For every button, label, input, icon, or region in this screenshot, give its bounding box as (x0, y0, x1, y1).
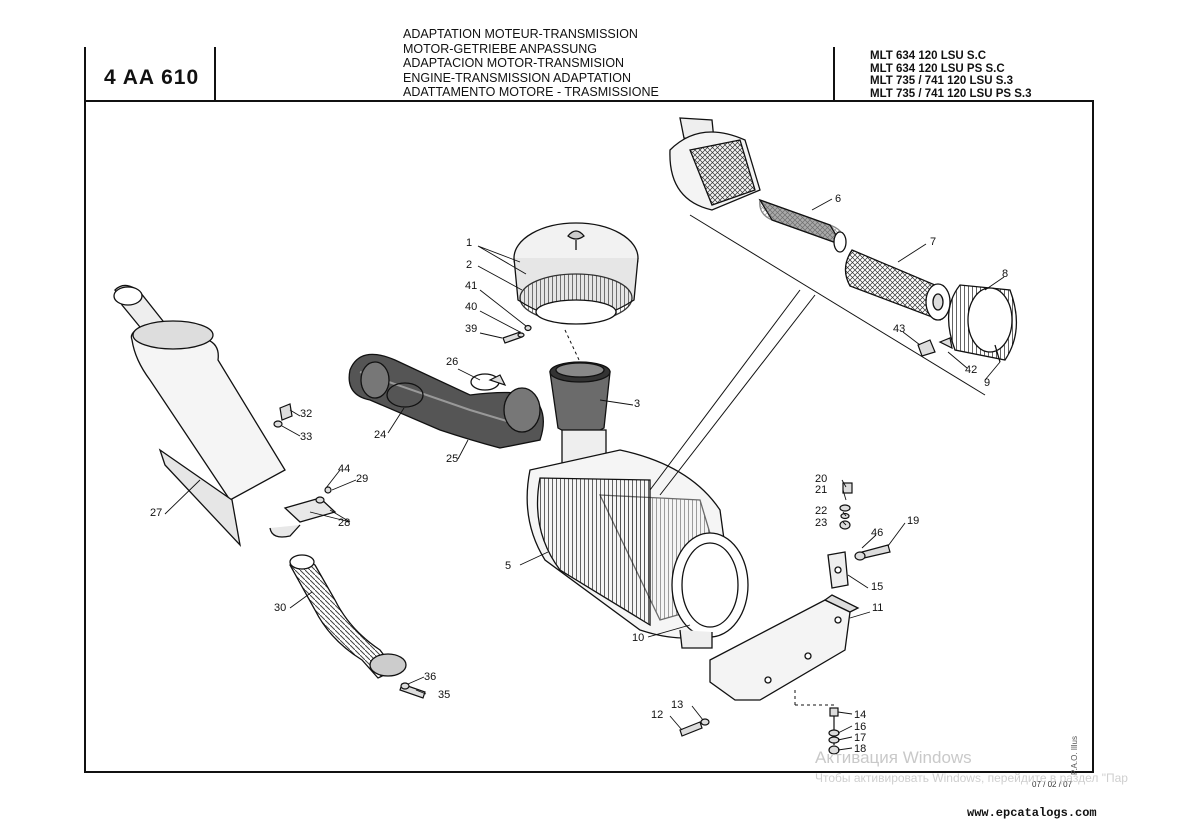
callout-23: 23 (815, 517, 827, 529)
callout-27: 27 (150, 507, 162, 519)
model-3: MLT 735 / 741 120 LSU S.3 (870, 75, 1013, 88)
callout-11: 11 (872, 602, 883, 614)
exhaust-pipe (289, 554, 407, 679)
section-titles: ADAPTATION MOTEUR-TRANSMISSION MOTOR-GET… (403, 27, 659, 100)
filter-end-cap (947, 284, 1018, 363)
small-bracket (827, 551, 849, 589)
callout-33: 33 (300, 431, 312, 443)
title-it: ADATTAMENTO MOTORE - TRASMISSIONE (403, 85, 659, 99)
callout-13: 13 (671, 699, 683, 711)
callout-17: 17 (854, 732, 866, 744)
model-list: MLT 634 120 LSU S.C MLT 634 120 LSU PS S… (870, 50, 1032, 100)
callout-28: 28 (338, 517, 350, 529)
callout-19: 19 (907, 515, 919, 527)
callout-26: 26 (446, 356, 458, 368)
callout-40: 40 (465, 301, 477, 313)
callout-36: 36 (424, 671, 436, 683)
intake-hose (348, 353, 544, 449)
leader-lines (164, 198, 1005, 751)
revision-date: 07 / 02 / 07 (1032, 780, 1073, 789)
callout-22: 22 (815, 505, 827, 517)
callout-46: 46 (871, 527, 883, 539)
callout-3: 3 (634, 398, 640, 410)
callout-18: 18 (854, 743, 866, 755)
callout-43: 43 (893, 323, 905, 335)
callout-8: 8 (1002, 268, 1008, 280)
activation-watermark-text: Чтобы активировать Windows, перейдите в … (815, 771, 1128, 785)
callout-5: 5 (505, 560, 511, 572)
callout-24: 24 (374, 429, 386, 441)
title-en: ENGINE-TRANSMISSION ADAPTATION (403, 70, 632, 85)
callout-10: 10 (632, 632, 644, 644)
pre-cleaner-cap (513, 222, 639, 325)
illustrator-credit: P.A.O. Illus (1070, 736, 1079, 775)
callout-35: 35 (438, 689, 450, 701)
callout-1: 1 (466, 237, 472, 249)
title-es: ADAPTACION MOTOR-TRANSMISION (403, 56, 625, 70)
diagram-frame (84, 100, 1094, 773)
callout-20: 20 (815, 473, 827, 485)
callout-2: 2 (466, 259, 472, 271)
support-bracket (709, 594, 860, 701)
title-de: MOTOR-GETRIEBE ANPASSUNG (403, 41, 598, 56)
part-code: 4 AA 610 (104, 66, 200, 89)
model-4: MLT 735 / 741 120 LSU PS S.3 (870, 87, 1032, 100)
callout-25: 25 (446, 453, 458, 465)
air-filter-housing (526, 429, 749, 649)
part-code-box (84, 47, 216, 102)
callout-6: 6 (835, 193, 841, 205)
callout-labels: 1 2 3 5 6 7 8 9 10 11 12 13 14 15 16 17 … (150, 193, 1008, 755)
callout-12: 12 (651, 709, 663, 721)
fasteners (273, 324, 953, 755)
model-1: MLT 634 120 LSU S.C (870, 50, 987, 62)
callout-32: 32 (300, 408, 312, 420)
exhaust-muffler (113, 284, 286, 548)
website-url[interactable]: www.epcatalogs.com (967, 806, 1097, 820)
models-box (833, 47, 1095, 102)
model-2: MLT 634 120 LSU PS S.C (870, 62, 1005, 75)
callout-29: 29 (356, 473, 368, 485)
callout-41: 41 (465, 280, 477, 292)
callout-44: 44 (338, 463, 350, 475)
callout-39: 39 (465, 323, 477, 335)
callout-14: 14 (854, 709, 866, 721)
callout-21: 21 (815, 484, 827, 496)
callout-7: 7 (930, 236, 936, 248)
air-filter-elements (669, 117, 951, 321)
callout-42: 42 (965, 364, 977, 376)
callout-30: 30 (274, 602, 286, 614)
callout-9: 9 (984, 377, 990, 389)
callout-16: 16 (854, 721, 866, 733)
activation-watermark-title: Активация Windows (815, 748, 972, 767)
callout-15: 15 (871, 581, 883, 593)
u-bolt-clamp (269, 497, 337, 538)
title-fr: ADAPTATION MOTEUR-TRANSMISSION (403, 27, 638, 41)
rubber-connector (549, 361, 611, 436)
